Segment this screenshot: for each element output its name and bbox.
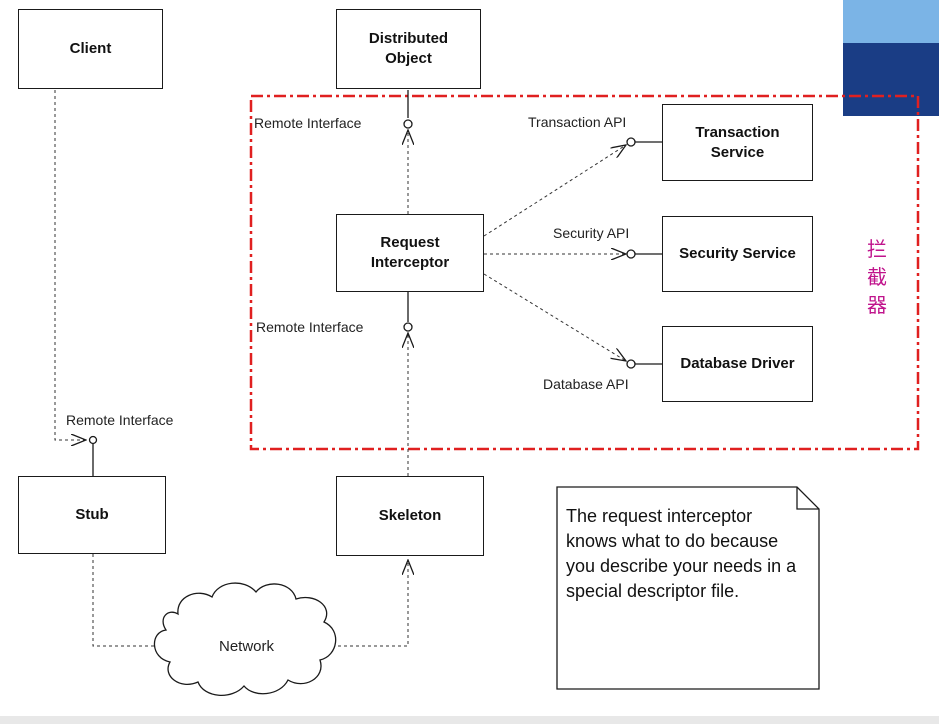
note-text: The request interceptor knows what to do… [566, 506, 797, 601]
interceptor-label: 拦 截 器 [867, 239, 887, 317]
remote-interface-top-label: Remote Interface [254, 115, 362, 131]
skeleton-label: Skeleton [378, 507, 442, 524]
network-label: Network [219, 638, 275, 655]
remote-interface-mid-label: Remote Interface [256, 319, 364, 335]
client-to-stub-dependency [54, 90, 86, 440]
interceptor-boundary [249, 94, 920, 451]
request-interceptor-label: Request Interceptor [370, 234, 450, 271]
note-shape [556, 486, 820, 690]
interceptor-interface-lollipop [403, 322, 413, 332]
stub-box: Stub [18, 476, 166, 554]
decorative-corner-dark [843, 43, 939, 116]
interceptor-to-database-dependency [483, 273, 626, 361]
transaction-service-label: Transaction Service [695, 123, 780, 161]
distributed-object-box: Distributed Object [336, 9, 481, 89]
security-api-lollipop [626, 249, 636, 259]
distributed-object-interface-lollipop [403, 119, 413, 129]
request-interceptor-box: Request Interceptor [336, 214, 484, 292]
security-api-label: Security API [553, 225, 630, 241]
security-service-label: Security Service [679, 245, 796, 262]
client-label: Client [69, 40, 112, 57]
security-service-box: Security Service [662, 216, 813, 292]
transaction-api-label: Transaction API [528, 114, 627, 130]
distributed-object-label: Distributed Object [368, 30, 449, 67]
database-api-label: Database API [543, 376, 629, 392]
remote-interface-client-label: Remote Interface [66, 412, 174, 428]
client-box: Client [18, 9, 163, 89]
stub-label: Stub [75, 506, 109, 523]
decorative-corner-light [843, 0, 939, 43]
transaction-api-lollipop [626, 137, 636, 147]
network-cloud [153, 582, 337, 696]
note-dog-ear [796, 487, 819, 510]
network-to-skeleton-dependency [332, 560, 408, 647]
skeleton-box: Skeleton [336, 476, 484, 556]
transaction-service-box: Transaction Service [662, 104, 813, 181]
bottom-band [0, 716, 939, 724]
database-driver-box: Database Driver [662, 326, 813, 402]
interceptor-to-transaction-dependency [483, 145, 626, 237]
database-driver-label: Database Driver [680, 355, 795, 372]
database-api-lollipop [626, 359, 636, 369]
stub-interface-lollipop [88, 435, 98, 445]
stub-to-network-link [92, 554, 168, 647]
